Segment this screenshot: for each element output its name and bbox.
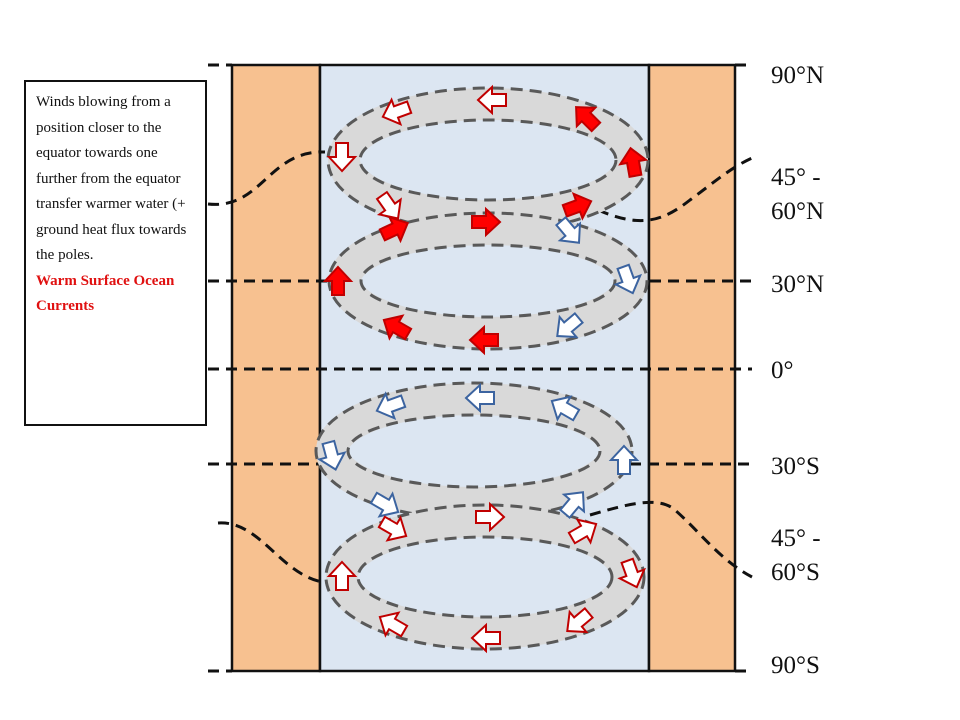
latitude-curve-45-60n-east (597, 156, 753, 223)
gyre-edge-inner (359, 243, 617, 319)
latitude-curve-45-60s-west (217, 521, 331, 585)
latitude-lines (207, 63, 753, 673)
gyre-edge-inner (358, 118, 618, 202)
explanation-callout: Winds blowing from a position closer to … (24, 80, 207, 426)
gyre-edge-outer (314, 381, 634, 521)
latitude-label-45-60s: 45° - 60°S (771, 525, 821, 586)
callout-highlight: Warm Surface Ocean Currents (36, 272, 175, 315)
latitude-label-45-60n: 45° - 60°N (771, 164, 825, 225)
gyre-edge-inner (356, 535, 614, 619)
gyre-edge-inner (346, 413, 602, 489)
latitude-label-equator: 0° (771, 357, 794, 384)
latitude-curve-45-60n-west (207, 150, 326, 206)
callout-text: Winds blowing from a position closer to … (36, 94, 187, 263)
latitude-label-90n: 90°N (771, 62, 825, 89)
gyre-edge-outer (324, 503, 646, 651)
latitude-label-30s: 30°S (771, 453, 820, 480)
gyre-edge-outer (326, 86, 650, 234)
latitude-label-30n: 30°N (771, 271, 825, 298)
latitude-label-90s: 90°S (771, 652, 820, 679)
